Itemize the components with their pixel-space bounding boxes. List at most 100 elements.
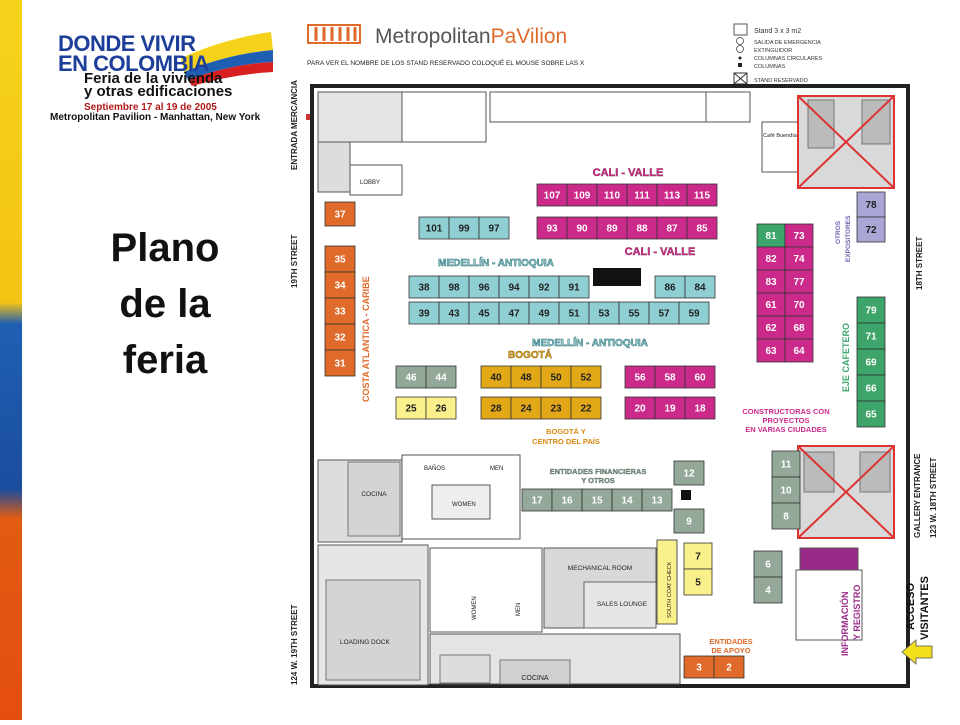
stand-111[interactable]: 111 (626, 183, 658, 207)
stand-48[interactable]: 48 (510, 365, 542, 389)
stand-51[interactable]: 51 (558, 301, 590, 325)
stand-113[interactable]: 113 (656, 183, 688, 207)
stand-81[interactable]: 81 (756, 223, 786, 248)
stand-101[interactable]: 101 (418, 216, 450, 240)
stand-18[interactable]: 18 (684, 396, 716, 420)
stand-71[interactable]: 71 (856, 322, 886, 350)
stand-25[interactable]: 25 (395, 396, 427, 420)
stand-10[interactable]: 10 (771, 476, 801, 504)
stand-7[interactable]: 7 (683, 542, 713, 570)
stand-24[interactable]: 24 (510, 396, 542, 420)
stand-17[interactable]: 17 (521, 488, 553, 512)
stand-90[interactable]: 90 (566, 216, 598, 240)
stand-33[interactable]: 33 (324, 297, 356, 325)
stand-73[interactable]: 73 (784, 223, 814, 248)
stand-37[interactable]: 37 (324, 201, 356, 227)
stand-number: 17 (531, 496, 543, 507)
stand-109[interactable]: 109 (566, 183, 598, 207)
stand-63[interactable]: 63 (756, 338, 786, 363)
stand-58[interactable]: 58 (654, 365, 686, 389)
stand-68[interactable]: 68 (784, 315, 814, 340)
stand-box (856, 296, 886, 324)
stand-65[interactable]: 65 (856, 400, 886, 428)
stand-50[interactable]: 50 (540, 365, 572, 389)
stand-62[interactable]: 62 (756, 315, 786, 340)
stand-88[interactable]: 88 (626, 216, 658, 240)
stand-5[interactable]: 5 (683, 568, 713, 596)
stand-49[interactable]: 49 (528, 301, 560, 325)
stand-77[interactable]: 77 (784, 269, 814, 294)
stand-94[interactable]: 94 (498, 275, 530, 299)
stand-number: 22 (580, 404, 592, 415)
stand-39[interactable]: 39 (408, 301, 440, 325)
stand-53[interactable]: 53 (588, 301, 620, 325)
stand-86[interactable]: 86 (654, 275, 686, 299)
stand-22[interactable]: 22 (570, 396, 602, 420)
stand-99[interactable]: 99 (448, 216, 480, 240)
stand-4[interactable]: 4 (753, 576, 783, 604)
stand-52[interactable]: 52 (570, 365, 602, 389)
stand-84[interactable]: 84 (684, 275, 716, 299)
stand-43[interactable]: 43 (438, 301, 470, 325)
stand-46[interactable]: 46 (395, 365, 427, 389)
stand-74[interactable]: 74 (784, 246, 814, 271)
stand-3[interactable]: 3 (683, 655, 715, 679)
stand-38[interactable]: 38 (408, 275, 440, 299)
stand-69[interactable]: 69 (856, 348, 886, 376)
stand-83[interactable]: 83 (756, 269, 786, 294)
stand-110[interactable]: 110 (596, 183, 628, 207)
stand-number: 78 (865, 200, 877, 211)
stand-107[interactable]: 107 (536, 183, 568, 207)
stand-60[interactable]: 60 (684, 365, 716, 389)
stand-92[interactable]: 92 (528, 275, 560, 299)
stand-26[interactable]: 26 (425, 396, 457, 420)
stand-23[interactable]: 23 (540, 396, 572, 420)
stand-61[interactable]: 61 (756, 292, 786, 317)
stand-15[interactable]: 15 (581, 488, 613, 512)
stand-13[interactable]: 13 (641, 488, 673, 512)
stand-70[interactable]: 70 (784, 292, 814, 317)
stand-93[interactable]: 93 (536, 216, 568, 240)
stand-56[interactable]: 56 (624, 365, 656, 389)
stand-19[interactable]: 19 (654, 396, 686, 420)
stand-55[interactable]: 55 (618, 301, 650, 325)
stand-8[interactable]: 8 (771, 502, 801, 530)
stand-45[interactable]: 45 (468, 301, 500, 325)
stand-87[interactable]: 87 (656, 216, 688, 240)
stand-79[interactable]: 79 (856, 296, 886, 324)
stand-number: 38 (418, 283, 430, 294)
stand-35[interactable]: 35 (324, 245, 356, 273)
stand-9[interactable]: 9 (673, 508, 705, 534)
stand-96[interactable]: 96 (468, 275, 500, 299)
stand-12[interactable]: 12 (673, 460, 705, 486)
stand-98[interactable]: 98 (438, 275, 470, 299)
stand-44[interactable]: 44 (425, 365, 457, 389)
stand-11[interactable]: 11 (771, 450, 801, 478)
stand-31[interactable]: 31 (324, 349, 356, 377)
stand-78[interactable]: 78 (856, 191, 886, 218)
stand-59[interactable]: 59 (678, 301, 710, 325)
room-men: MEN (490, 466, 503, 472)
stand-14[interactable]: 14 (611, 488, 643, 512)
stand-34[interactable]: 34 (324, 271, 356, 299)
stand-97[interactable]: 97 (478, 216, 510, 240)
stand-57[interactable]: 57 (648, 301, 680, 325)
stand-66[interactable]: 66 (856, 374, 886, 402)
stand-47[interactable]: 47 (498, 301, 530, 325)
stand-40[interactable]: 40 (480, 365, 512, 389)
stand-115[interactable]: 115 (686, 183, 718, 207)
stand-6[interactable]: 6 (753, 550, 783, 578)
stand-82[interactable]: 82 (756, 246, 786, 271)
stand-2[interactable]: 2 (713, 655, 745, 679)
stand-64[interactable]: 64 (784, 338, 814, 363)
stand-20[interactable]: 20 (624, 396, 656, 420)
stand-85[interactable]: 85 (686, 216, 718, 240)
stand-32[interactable]: 32 (324, 323, 356, 351)
stand-16[interactable]: 16 (551, 488, 583, 512)
stand-box (784, 338, 814, 363)
stand-91[interactable]: 91 (558, 275, 590, 299)
stand-72[interactable]: 72 (856, 216, 886, 243)
stand-28[interactable]: 28 (480, 396, 512, 420)
stand-box (713, 655, 745, 679)
stand-89[interactable]: 89 (596, 216, 628, 240)
